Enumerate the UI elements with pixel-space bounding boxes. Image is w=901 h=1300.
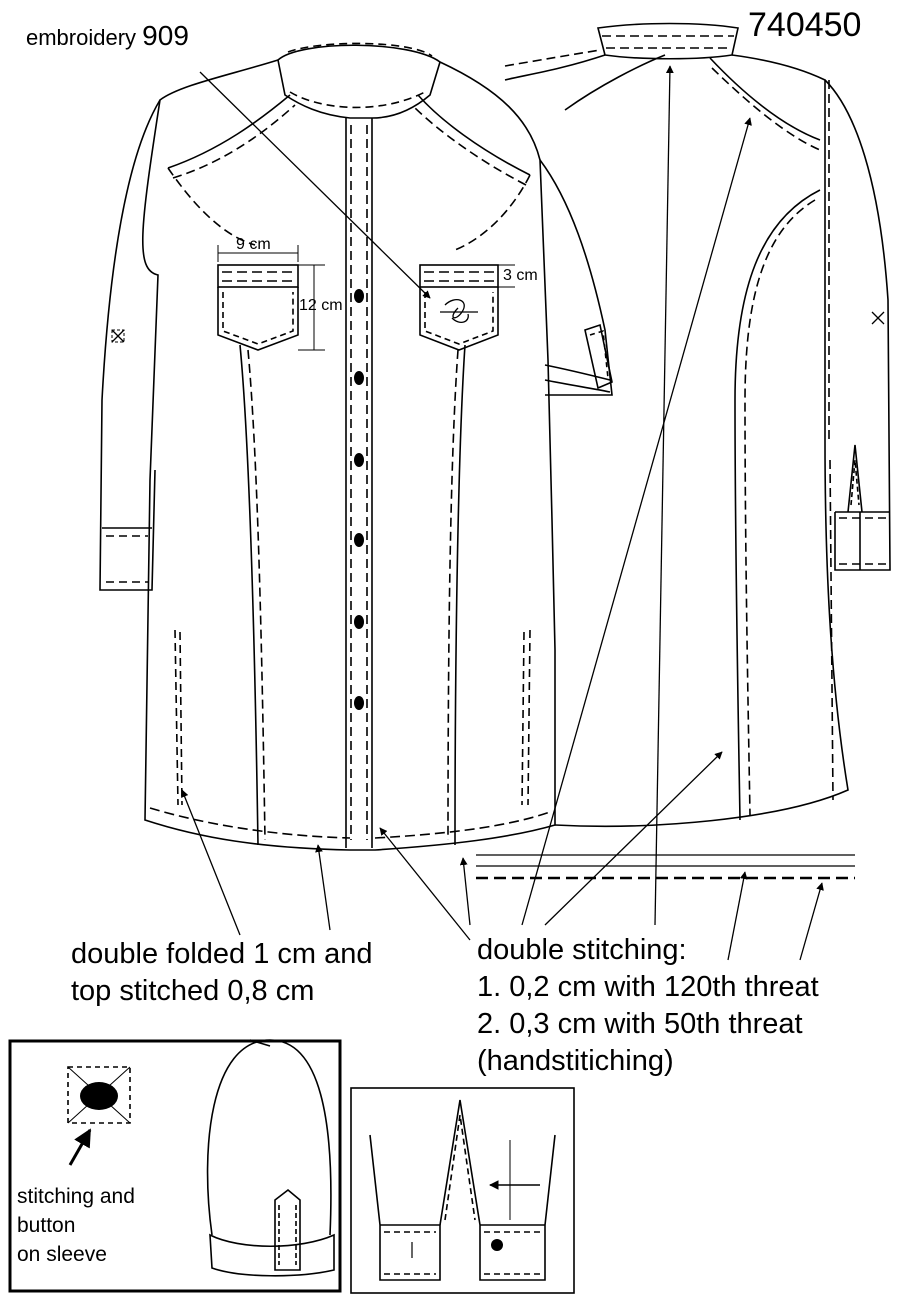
button	[354, 371, 364, 385]
front-right-sleeve	[539, 159, 613, 396]
sleeve-detail-line: button	[17, 1214, 76, 1237]
pocket-width-label: 9 cm	[236, 236, 271, 253]
stitching-note-line: 2. 0,3 cm with 50th threat	[477, 1008, 803, 1040]
pocket-height-label: 12 cm	[299, 297, 343, 314]
embroidery-number: 909	[142, 20, 189, 51]
article-number: 740450	[748, 6, 862, 44]
front-body-outline	[142, 59, 556, 851]
back-body-outline	[504, 54, 849, 828]
button	[354, 696, 364, 710]
button	[354, 615, 364, 629]
front-collar	[277, 44, 441, 119]
sleeve-button-detail	[67, 1066, 131, 1166]
stitching-note: double stitching: 1. 0,2 cm with 120th t…	[477, 932, 819, 1080]
sleeve-detail-line: stitching and	[17, 1185, 135, 1208]
hem-note-line: top stitched 0,8 cm	[71, 975, 315, 1007]
front-left-sleeve	[99, 99, 161, 591]
right-pocket-flap	[419, 264, 499, 288]
rolled-sleeve-detail	[206, 1039, 335, 1277]
flap-height-label: 3 cm	[503, 267, 538, 284]
button	[354, 289, 364, 303]
stitching-note-title: double stitching:	[477, 934, 687, 966]
stitching-note-line: (handstitiching)	[477, 1045, 674, 1077]
cuff-placket-detail	[369, 1099, 556, 1281]
stitching-note-line: 1. 0,2 cm with 120th threat	[477, 971, 819, 1003]
left-pocket-flap	[217, 264, 299, 288]
front-view	[99, 42, 613, 851]
embroidery-label: embroidery 909	[26, 20, 189, 52]
embroidery-motif	[440, 299, 478, 324]
leader-lines	[180, 65, 824, 961]
detail-box-cuff	[350, 1087, 575, 1294]
sleeve-detail-note: stitching and button on sleeve	[17, 1182, 135, 1269]
button	[354, 533, 364, 547]
embroidery-text: embroidery	[26, 25, 137, 50]
button	[354, 453, 364, 467]
detail-box-sleeve	[8, 1039, 342, 1293]
front-placket	[345, 118, 373, 848]
left-pocket	[217, 287, 299, 351]
hem-note-line: double folded 1 cm and	[71, 938, 373, 970]
right-pocket	[419, 287, 499, 351]
sleeve-detail-line: on sleeve	[17, 1243, 107, 1266]
back-sleeve	[824, 79, 891, 571]
hem-note: double folded 1 cm and top stitched 0,8 …	[71, 936, 373, 1010]
back-collar	[597, 22, 739, 60]
